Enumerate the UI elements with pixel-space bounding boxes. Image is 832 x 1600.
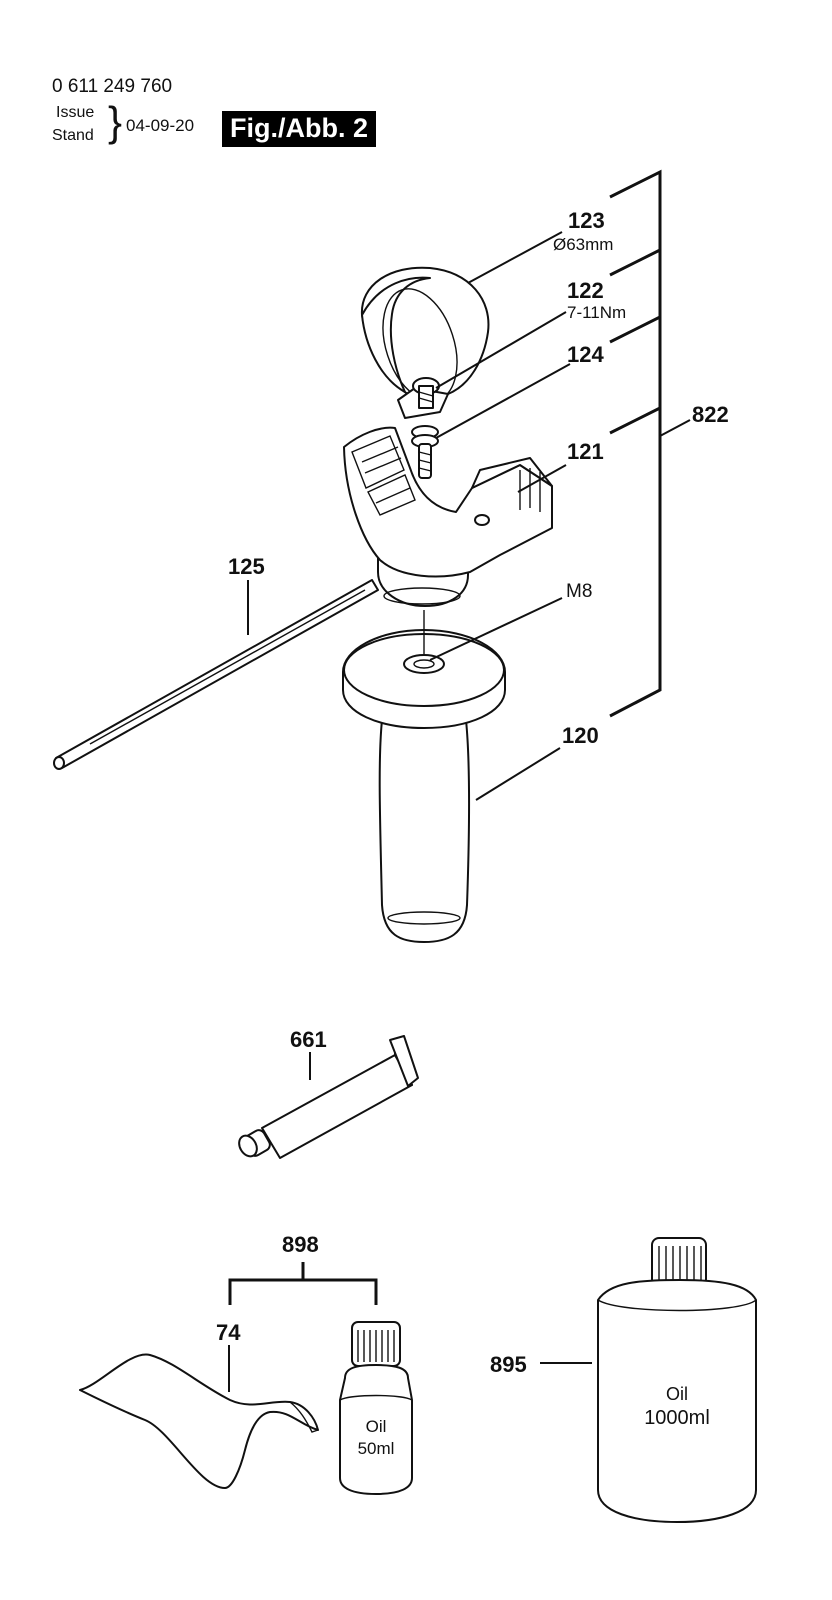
callout-122-spec: 7-11Nm [567, 303, 626, 322]
issue-date: 04-09-20 [126, 116, 195, 135]
assembly-bracket-822 [609, 169, 691, 718]
oil-bottle-1000ml [597, 1237, 757, 1523]
small-bottle-label-1: Oil [366, 1417, 387, 1436]
leader-lines [228, 231, 592, 1392]
callout-661: 661 [290, 1027, 327, 1052]
clamp-band-123 [360, 266, 490, 419]
callout-74: 74 [216, 1320, 241, 1345]
handle-grip-120 [342, 610, 506, 943]
callout-124: 124 [567, 342, 604, 367]
small-bottle-label-2: 50ml [358, 1439, 395, 1458]
washer-bolt-124 [411, 425, 439, 479]
depth-rod-125 [53, 579, 379, 770]
kit-bracket-898 [228, 1262, 378, 1305]
callout-123: 123 [568, 208, 605, 233]
brace-icon: } [108, 98, 123, 145]
callout-898: 898 [282, 1232, 319, 1257]
cleaning-cloth-74 [79, 1353, 319, 1489]
callout-m8: M8 [566, 581, 592, 602]
stand-label: Stand [52, 127, 94, 144]
callout-122: 122 [567, 278, 604, 303]
callout-125: 125 [228, 554, 265, 579]
callout-121: 121 [567, 439, 604, 464]
large-bottle-label-2: 1000ml [644, 1407, 710, 1429]
callout-822: 822 [692, 402, 729, 427]
callout-895: 895 [490, 1352, 527, 1377]
callout-120: 120 [562, 723, 599, 748]
issue-label: Issue [56, 104, 95, 121]
callout-123-spec: Ø63mm [553, 235, 613, 254]
grease-tube-661 [238, 1035, 419, 1159]
handle-bracket-121 [343, 426, 553, 607]
screw-122 [412, 377, 440, 409]
figure-label: Fig./Abb. 2 [222, 111, 376, 147]
oil-bottle-50ml [339, 1321, 413, 1495]
large-bottle-label-1: Oil [666, 1384, 688, 1404]
part-number: 0 611 249 760 [52, 76, 173, 97]
